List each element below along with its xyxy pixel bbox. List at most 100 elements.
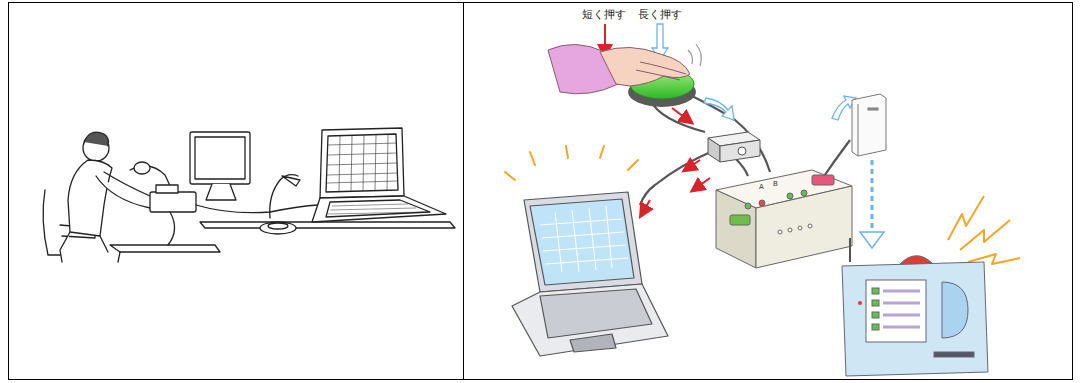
interface-box — [778, 230, 782, 234]
interface-box — [812, 175, 834, 185]
interface-box — [808, 224, 812, 228]
interface-box — [801, 190, 807, 196]
person-at-desk-drawing — [326, 134, 398, 192]
wall-adapter — [852, 94, 886, 156]
person-at-desk-drawing — [326, 200, 430, 217]
person-at-desk-drawing — [150, 192, 196, 212]
laptop — [540, 289, 652, 338]
alert-rays — [505, 146, 638, 180]
short-press-arrow — [605, 24, 606, 52]
long-press-path-arrows — [704, 96, 856, 120]
nurse-call-receiver — [872, 288, 879, 294]
nurse-call-receiver — [866, 280, 926, 342]
wall-adapter — [868, 108, 878, 110]
alert-rays — [948, 196, 1020, 264]
laptop-screen-grid — [545, 258, 628, 264]
person-at-desk-drawing — [195, 137, 245, 179]
wall-adapter — [852, 94, 886, 156]
person-at-desk-drawing — [196, 205, 318, 213]
converter-box — [738, 147, 746, 155]
interface-box — [716, 170, 852, 268]
nurse-call-receiver — [858, 301, 862, 305]
press-label: 長く押す — [638, 9, 682, 20]
hand — [548, 44, 690, 93]
laptop — [570, 334, 616, 352]
alert-rays — [960, 220, 1010, 250]
led-label: B — [773, 181, 778, 188]
cables — [640, 150, 715, 205]
laptop-screen-grid — [540, 206, 628, 272]
keyboard-keys — [332, 204, 408, 206]
laptop-screen-grid — [542, 232, 624, 238]
cables — [735, 158, 748, 176]
person-at-desk-drawing — [282, 176, 300, 186]
person-at-desk-drawing — [68, 160, 112, 236]
person-at-desk-drawing — [320, 128, 404, 198]
laptop-screen-grid — [328, 153, 397, 155]
person-at-desk-drawing — [110, 245, 220, 252]
person-at-desk-drawing — [156, 185, 178, 193]
person-at-desk-drawing — [118, 252, 120, 262]
interface-box — [788, 228, 792, 232]
signal-arrows — [688, 160, 700, 168]
nurse-call-receiver — [872, 324, 879, 330]
hand — [600, 47, 690, 86]
table-frame — [463, 3, 464, 380]
laptop-screen-grid — [606, 206, 612, 268]
motion-lines — [688, 50, 693, 64]
long-press-path-arrows — [704, 98, 734, 120]
laptop-screen-grid — [387, 135, 388, 190]
person-at-desk-drawing — [268, 223, 288, 229]
converter-box — [708, 132, 760, 162]
hand — [636, 62, 686, 80]
alert-rays — [566, 146, 568, 158]
person-at-desk-drawing — [60, 232, 108, 262]
laptop-screen-grid — [543, 245, 626, 251]
laptop-screen-grid — [540, 219, 622, 225]
wireless-dashed-arrow — [871, 160, 874, 232]
wireless-dashed-arrow — [860, 232, 884, 248]
person-at-desk-drawing — [200, 222, 455, 228]
interface-box — [730, 215, 750, 225]
motion-lines — [688, 44, 701, 66]
nurse-call-receiver — [872, 312, 879, 318]
laptop-screen-grid — [327, 163, 397, 165]
nurse-call-receiver — [849, 238, 851, 262]
person-at-desk-drawing — [134, 162, 150, 174]
cables — [690, 95, 770, 172]
interface-box — [745, 203, 751, 209]
alert-rays — [628, 160, 638, 170]
laptop-screen-grid — [589, 208, 596, 270]
converter-box — [720, 140, 760, 162]
keyboard-keys — [328, 204, 424, 214]
keyboard-keys — [330, 208, 416, 210]
laptop-screen-grid — [327, 135, 398, 191]
laptop-screen-grid — [555, 212, 562, 272]
table-frame — [9, 3, 1073, 380]
nurse-call-receiver — [942, 282, 968, 338]
person-at-desk-drawing — [206, 184, 236, 200]
wireless-dashed-arrow — [860, 160, 884, 248]
laptop-screen-grid — [363, 135, 364, 191]
nurse-call-receiver — [842, 262, 988, 376]
nurse-call-receiver — [883, 314, 920, 317]
laptop — [524, 192, 642, 292]
person-at-desk-drawing — [168, 212, 175, 245]
signal-arrows — [696, 178, 710, 188]
laptop-screen-grid — [328, 143, 397, 145]
person-at-desk-drawing — [190, 132, 250, 184]
nurse-call-receiver — [900, 256, 932, 264]
interface-box — [798, 226, 802, 230]
laptop-screen-grid — [351, 136, 352, 191]
table-frame — [9, 3, 1073, 380]
laptop-screen-grid — [339, 136, 340, 191]
person-at-desk-drawing — [96, 176, 158, 208]
signal-arrows — [672, 108, 688, 120]
keyboard-keys — [328, 212, 424, 214]
short-press-arrow — [604, 24, 606, 52]
laptop — [512, 192, 668, 356]
converter-box — [708, 138, 720, 162]
nurse-call-receiver — [934, 352, 974, 357]
nurse-call-receiver — [883, 290, 920, 293]
